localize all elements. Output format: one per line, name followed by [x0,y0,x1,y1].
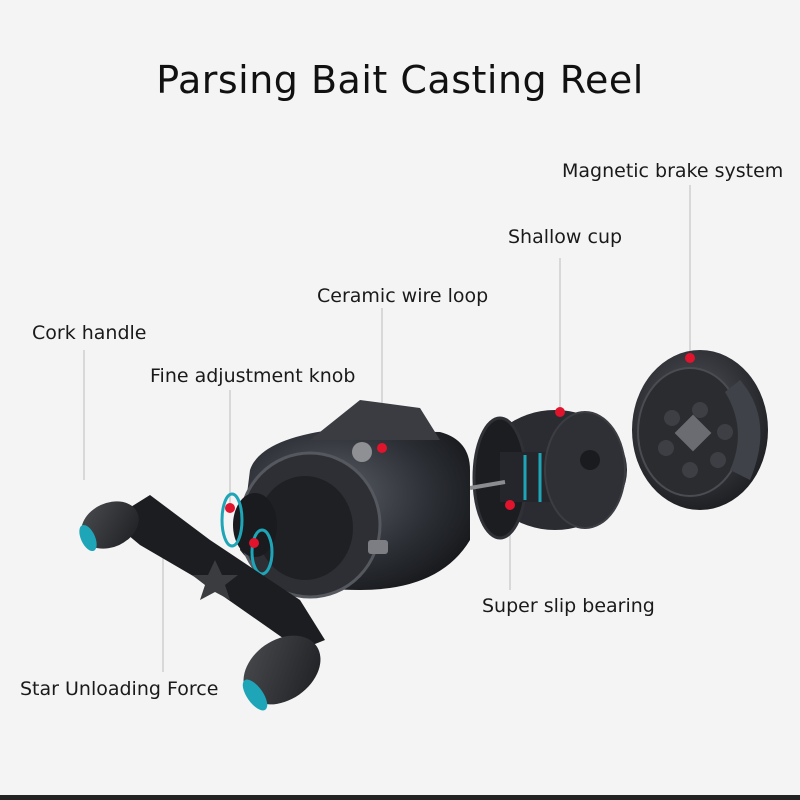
leader-lines [83,185,691,672]
marker-super-slip [505,500,515,510]
marker-star-force [249,538,259,548]
marker-fine-knob [225,503,235,513]
marker-magnetic-brake [685,353,695,363]
bottom-rule [0,795,800,800]
label-cork-handle: Cork handle [32,322,147,344]
marker-shallow-cup [555,407,565,417]
brake-cover-art [632,350,768,510]
marker-ceramic-loop [377,443,387,453]
handle-art [79,495,325,711]
label-magnetic-brake: Magnetic brake system [562,160,784,182]
label-star-force: Star Unloading Force [20,678,219,700]
marker-dots [225,353,695,548]
reel-body-art [220,400,470,599]
spool-art [469,410,627,540]
label-super-slip: Super slip bearing [482,595,655,617]
label-ceramic-loop: Ceramic wire loop [317,285,489,307]
label-fine-knob: Fine adjustment knob [150,365,356,387]
diagram-title: Parsing Bait Casting Reel [156,58,644,102]
label-shallow-cup: Shallow cup [508,226,623,248]
